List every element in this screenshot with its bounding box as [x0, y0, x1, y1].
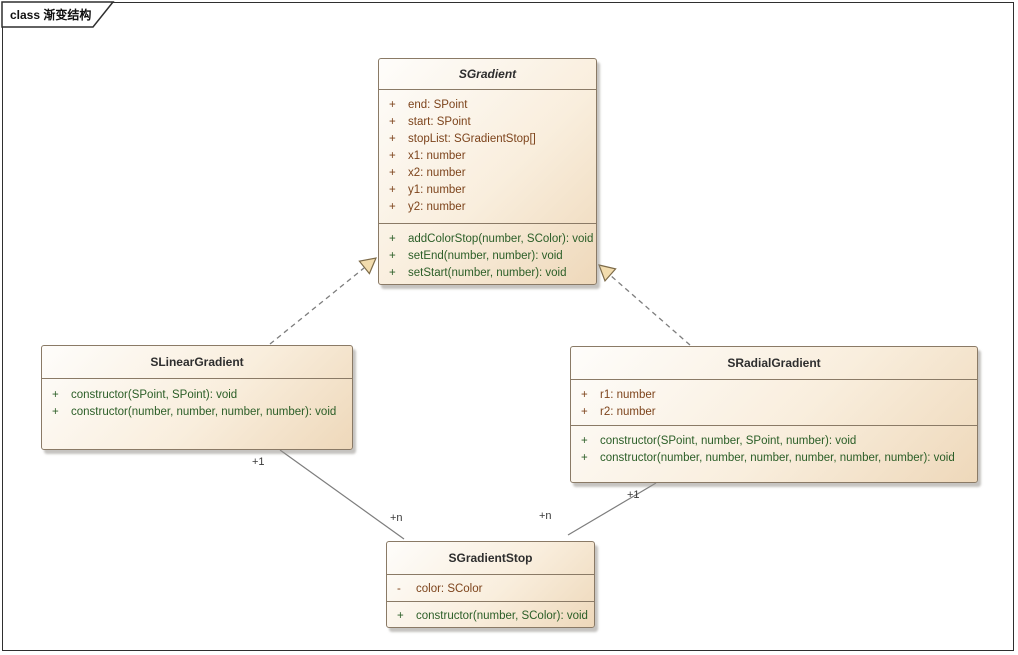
visibility-marker: + [389, 132, 396, 145]
method-text: constructor(number, number, number, numb… [71, 405, 337, 418]
method-text: constructor(SPoint, number, SPoint, numb… [600, 434, 857, 447]
class-title: SLinearGradient [150, 355, 244, 369]
method-text: setEnd(number, number): void [408, 249, 563, 262]
methods-compartment: + constructor(SPoint, SPoint): void + cons… [42, 378, 352, 451]
visibility-marker: + [581, 434, 588, 447]
multiplicity-label: +1 [252, 456, 265, 468]
method-row: + constructor(SPoint, SPoint): void [42, 386, 352, 403]
multiplicity-label: +n [390, 512, 403, 524]
attribute-row: + r2: number [571, 403, 977, 420]
visibility-marker: + [581, 451, 588, 464]
attribute-text: r2: number [600, 405, 656, 418]
attribute-text: start: SPoint [408, 115, 471, 128]
method-text: setStart(number, number): void [408, 266, 567, 279]
visibility-marker: + [389, 266, 396, 279]
visibility-marker: + [581, 405, 588, 418]
attribute-text: stopList: SGradientStop[] [408, 132, 536, 145]
visibility-marker: + [389, 249, 396, 262]
attribute-row: + x2: number [379, 164, 596, 181]
visibility-marker: + [389, 149, 396, 162]
visibility-marker: + [389, 115, 396, 128]
diagram-tab-label: class 渐变结构 [10, 8, 92, 22]
attributes-compartment: - color: SColor [387, 574, 594, 601]
diagram-tab-shape [1, 1, 115, 28]
method-text: constructor(number, number, number, numb… [600, 451, 955, 464]
method-row: + setStart(number, number): void [379, 264, 596, 281]
attribute-row: + y1: number [379, 181, 596, 198]
attribute-text: x2: number [408, 166, 466, 179]
attribute-text: x1: number [408, 149, 466, 162]
method-row: + constructor(number, number, number, num… [42, 403, 352, 420]
multiplicity-label: +n [539, 510, 552, 522]
attribute-row: + start: SPoint [379, 113, 596, 130]
visibility-marker: + [389, 200, 396, 213]
visibility-marker: + [52, 405, 59, 418]
attribute-row: + stopList: SGradientStop[] [379, 130, 596, 147]
class-title: SGradientStop [448, 551, 533, 565]
method-text: constructor(number, SColor): void [416, 609, 588, 622]
class-box-slineargradient[interactable]: SLinearGradient + constructor(SPoint, SPo… [41, 345, 353, 450]
methods-compartment: + constructor(number, SColor): void [387, 601, 594, 629]
attribute-row: - color: SColor [387, 580, 594, 597]
attribute-text: color: SColor [416, 582, 483, 595]
class-box-sradialgradient[interactable]: SRadialGradient +r1: number +r2: number … [570, 346, 978, 483]
visibility-marker: + [581, 388, 588, 401]
class-box-sgradient[interactable]: SGradient + end: SPoint + start: SPoint + s… [378, 58, 597, 285]
visibility-marker: + [397, 609, 404, 622]
attributes-compartment: + r1: number + r2: number [571, 379, 977, 425]
class-box-sgradientstop[interactable]: SGradientStop - color: SColor + constructo… [386, 541, 595, 628]
method-row: + addColorStop(number, SColor): void [379, 230, 596, 247]
multiplicity-label: +1 [627, 489, 640, 501]
method-text: constructor(SPoint, SPoint): void [71, 388, 238, 401]
methods-compartment: + constructor(SPoint, number, SPoint, num… [571, 425, 977, 484]
visibility-marker: + [389, 166, 396, 179]
attribute-text: y1: number [408, 183, 466, 196]
attribute-text: r1: number [600, 388, 656, 401]
method-text: addColorStop(number, SColor): void [408, 232, 594, 245]
methods-compartment: + addColorStop(number, SColor): void + set… [379, 223, 596, 286]
attribute-row: + x1: number [379, 147, 596, 164]
attributes-compartment: + end: SPoint + start: SPoint + stopList: S… [379, 89, 596, 223]
method-row: + setEnd(number, number): void [379, 247, 596, 264]
attribute-text: end: SPoint [408, 98, 468, 111]
class-title: SRadialGradient [727, 356, 821, 370]
visibility-marker: + [389, 232, 396, 245]
method-row: + constructor(number, number, number, num… [571, 449, 977, 466]
method-row: + constructor(SPoint, number, SPoint, num… [571, 432, 977, 449]
visibility-marker: - [397, 582, 401, 595]
attribute-row: + end: SPoint [379, 96, 596, 113]
attribute-text: y2: number [408, 200, 466, 213]
method-row: + constructor(number, SColor): void [387, 607, 594, 624]
attribute-row: + r1: number [571, 386, 977, 403]
visibility-marker: + [52, 388, 59, 401]
visibility-marker: + [389, 98, 396, 111]
visibility-marker: + [389, 183, 396, 196]
attribute-row: + y2: number [379, 198, 596, 215]
class-title: SGradient [458, 67, 517, 81]
